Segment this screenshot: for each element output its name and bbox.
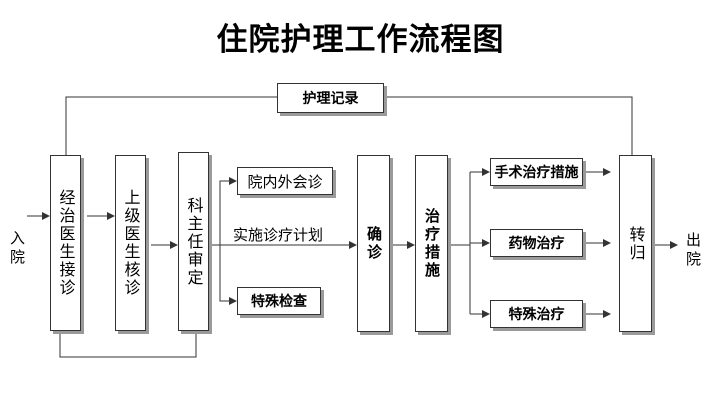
chief-label: 科主任审定 bbox=[184, 196, 204, 287]
treatment-box: 治疗措施 bbox=[415, 155, 448, 332]
page-title: 住院护理工作流程图 bbox=[216, 22, 505, 58]
admit-label: 入院 bbox=[8, 230, 26, 268]
diagnosis-label: 经治医生接诊 bbox=[56, 189, 76, 297]
chief-box: 科主任审定 bbox=[178, 152, 209, 331]
confirm-label: 确诊 bbox=[365, 225, 383, 262]
special-treat-label: 特殊治疗 bbox=[508, 307, 565, 323]
transfer-box: 转归 bbox=[619, 155, 652, 332]
special-exam-box: 特殊检查 bbox=[237, 287, 321, 315]
record-box: 护理记录 bbox=[277, 83, 384, 113]
record-label: 护理记录 bbox=[302, 91, 359, 107]
drug-box: 药物治疗 bbox=[490, 229, 583, 257]
surgery-label: 手术治疗措施 bbox=[494, 165, 579, 181]
superior-box: 上级医生核诊 bbox=[115, 155, 146, 331]
diagnosis-box: 经治医生接诊 bbox=[50, 155, 81, 331]
consult-box: 院内外会诊 bbox=[237, 167, 333, 195]
discharge-label: 出院 bbox=[684, 232, 702, 270]
confirm-box: 确诊 bbox=[357, 155, 390, 332]
special-exam-label: 特殊检查 bbox=[251, 294, 307, 310]
transfer-label: 转归 bbox=[626, 225, 646, 262]
surgery-box: 手术治疗措施 bbox=[490, 158, 583, 186]
consult-label: 院内外会诊 bbox=[247, 172, 323, 191]
treatment-label: 治疗措施 bbox=[423, 207, 441, 280]
special-treat-box: 特殊治疗 bbox=[490, 300, 583, 328]
plan-label: 实施诊疗计划 bbox=[233, 226, 324, 244]
superior-label: 上级医生核诊 bbox=[121, 189, 141, 297]
drug-label: 药物治疗 bbox=[508, 236, 565, 252]
